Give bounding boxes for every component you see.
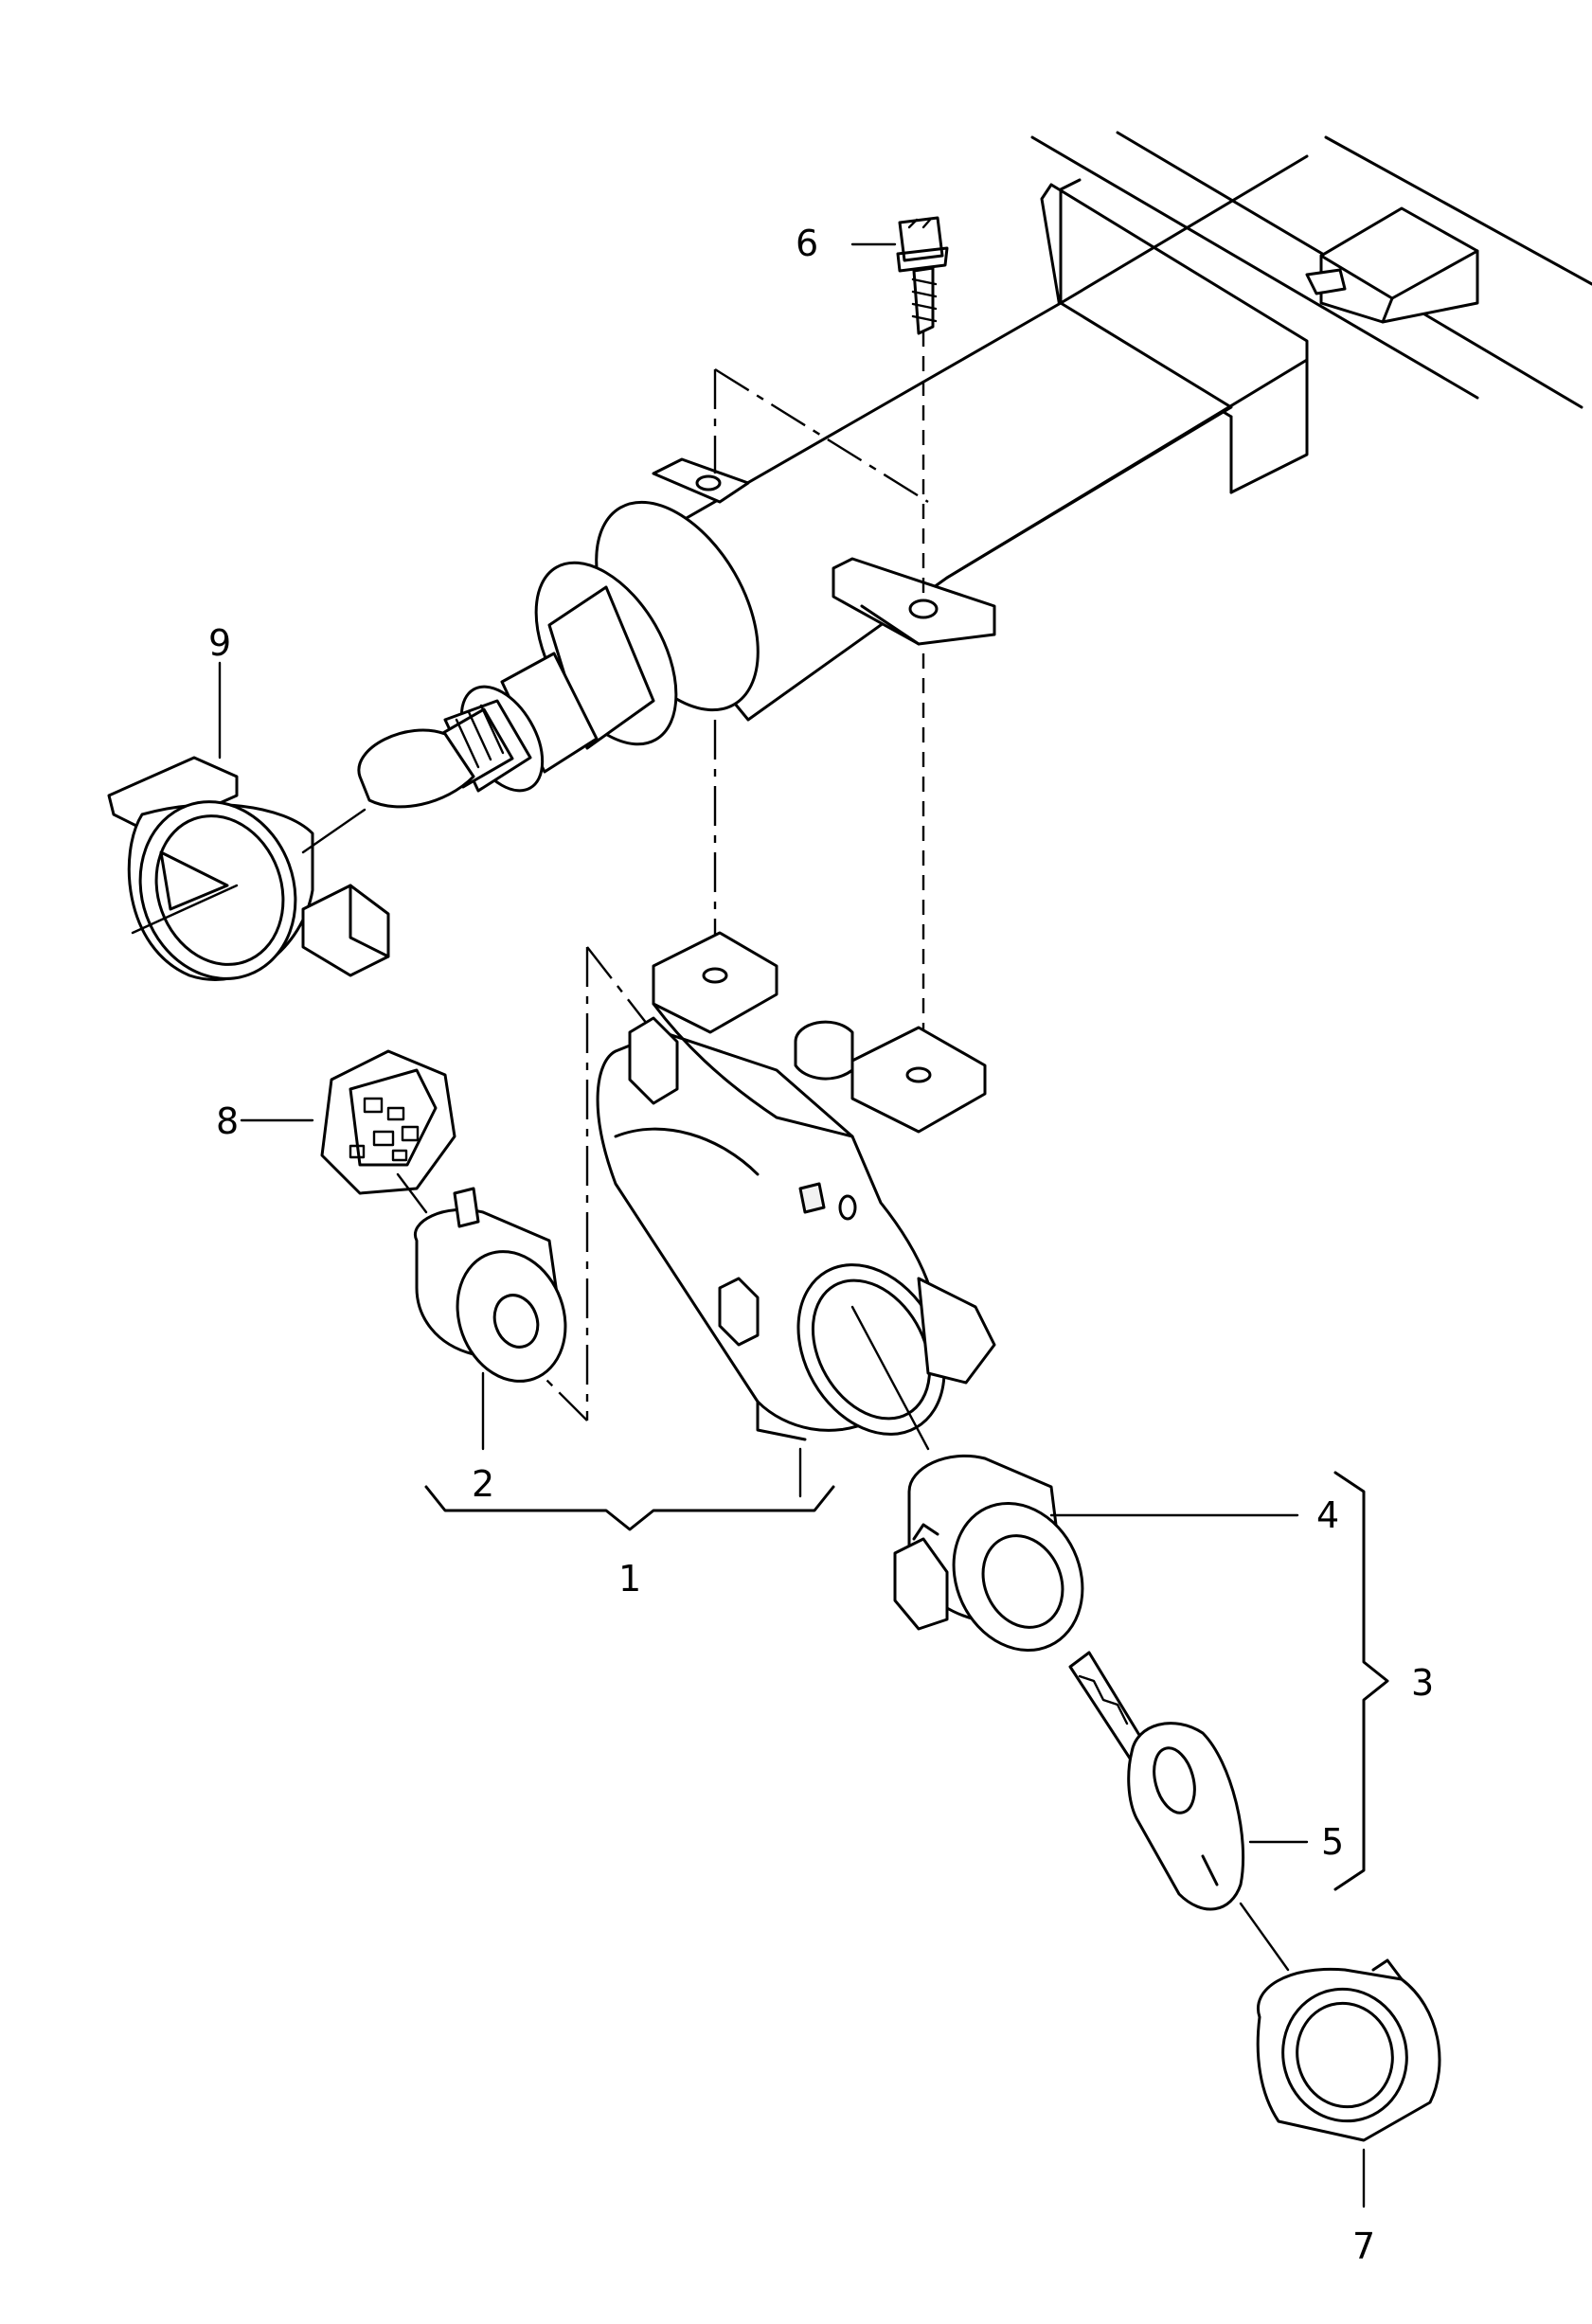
mounting-frame	[1030, 131, 1592, 494]
callout-3: 3	[1411, 1662, 1434, 1704]
callout-8: 8	[216, 1100, 239, 1142]
bolt-part-6	[850, 216, 949, 335]
callout-6: 6	[796, 223, 818, 264]
callout-2: 2	[472, 1463, 494, 1505]
bracket-1	[424, 1485, 835, 1531]
callout-1: 1	[618, 1558, 641, 1600]
callout-5: 5	[1321, 1821, 1344, 1863]
key-part-5	[1068, 1651, 1309, 1972]
lock-barrel-part-4	[893, 1454, 1299, 1653]
callout-4: 4	[1316, 1494, 1339, 1536]
lock-cylinder-part-2	[396, 1172, 567, 1451]
callout-9: 9	[208, 622, 231, 664]
ring-part-9	[107, 661, 390, 981]
trim-ring-part-7	[1256, 1958, 1441, 2208]
lock-housing-part-1	[596, 931, 996, 1451]
switch-part-8	[240, 1049, 456, 1195]
assembly-lines	[529, 331, 929, 1421]
bracket-3	[1333, 1471, 1389, 1891]
callout-7: 7	[1352, 2226, 1375, 2267]
